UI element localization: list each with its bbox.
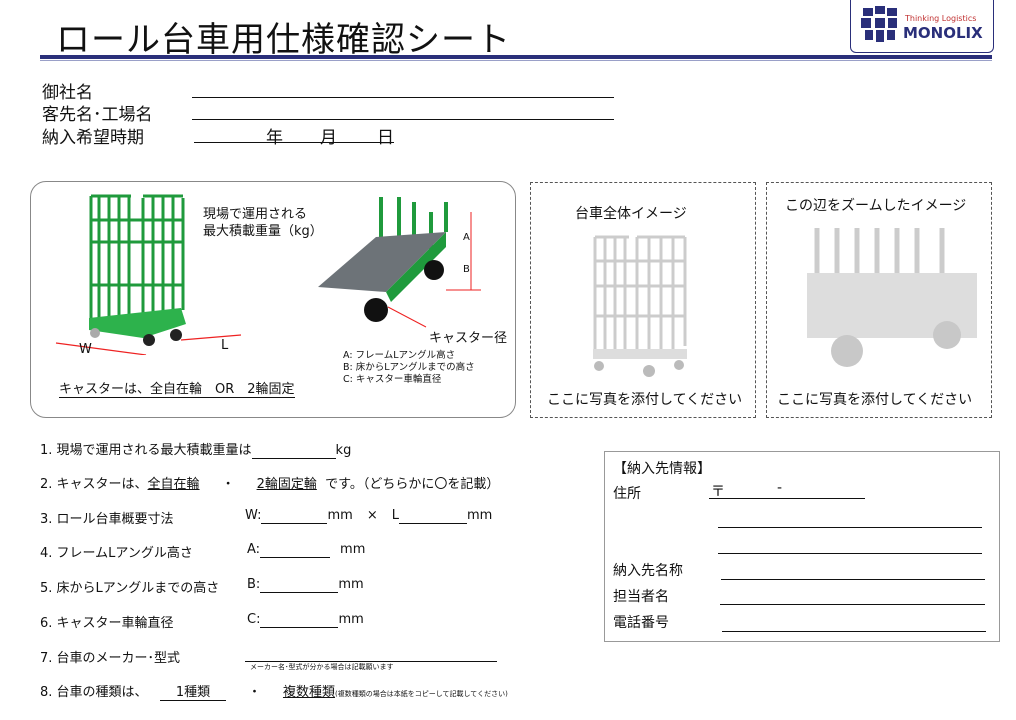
- w-label: W: [79, 342, 92, 357]
- postal-mark: 〒: [711, 484, 725, 500]
- logo-tagline: Thinking Logistics: [905, 14, 977, 23]
- l-input[interactable]: [398, 508, 467, 524]
- q5-label: 5. 床からLアングルまでの高さ: [40, 581, 220, 596]
- person-input-line[interactable]: [720, 604, 985, 605]
- legend-c: C: キャスター車輪直径: [343, 374, 442, 385]
- name-label: 納入先名称: [613, 563, 683, 579]
- q8-label: 8. 台車の種類は、: [40, 685, 148, 700]
- company-input-line[interactable]: [192, 97, 614, 98]
- b-input[interactable]: [260, 577, 339, 593]
- q3-mm: mm: [327, 508, 353, 523]
- q4-mm: mm: [340, 542, 366, 557]
- q7-label: 7. 台車のメーカー･型式: [40, 651, 181, 666]
- q3-w: W:: [245, 508, 262, 523]
- option-single-type[interactable]: 1種類: [159, 681, 226, 701]
- q5-mm: mm: [338, 577, 364, 592]
- photo2-title: この辺をズームしたイメージ: [785, 198, 967, 214]
- q4-a: A:: [247, 542, 261, 557]
- q3-mm2: mm: [466, 508, 493, 523]
- l-label: L: [221, 338, 229, 353]
- a-input[interactable]: [260, 542, 331, 558]
- legend-b: B: 床からLアングルまでの高さ: [343, 362, 475, 373]
- q5-b: B:: [247, 577, 261, 592]
- q3-l: L: [391, 508, 399, 523]
- phone-input-line[interactable]: [722, 631, 986, 632]
- q1: 1. 現場で運用される最大積載重量は kg: [40, 439, 351, 459]
- name-input-line[interactable]: [721, 579, 985, 580]
- q2: 2. キャスターは、全自在輪 ・ 2輪固定輪 です。（どちらかに〇を記載）: [40, 473, 499, 492]
- q3-times: ×: [366, 508, 378, 523]
- logo-brand: MONOLIX: [903, 24, 983, 42]
- address-line-2[interactable]: [718, 553, 982, 554]
- q3-fields: W: mm × L mm: [245, 508, 492, 524]
- q6-label: 6. キャスター車輪直径: [40, 616, 174, 631]
- max-load-line2: 最大積載重量（kg）: [203, 224, 323, 239]
- q4-label: 4. フレームLアングル高さ: [40, 546, 193, 561]
- b-label: B: [463, 264, 470, 275]
- q6-mm: mm: [338, 612, 364, 627]
- page-title: ロール台車用仕様確認シート: [56, 20, 511, 60]
- address-label: 住所: [613, 486, 641, 502]
- company-label: 御社名: [42, 83, 93, 103]
- diagram-panel: W L 現場で運用される最大積載重量（kg） キャスターは、全自在輪 OR 2輪…: [30, 181, 516, 418]
- q2-label: 2. キャスターは、: [40, 477, 148, 492]
- q4-fields: A: mm: [247, 542, 365, 558]
- person-label: 担当者名: [613, 589, 669, 605]
- delivery-title: 【納入先情報】: [613, 461, 711, 477]
- option-two-fixed[interactable]: 2輪固定輪: [256, 477, 317, 492]
- client-input-line[interactable]: [192, 119, 614, 120]
- photo-box-zoom[interactable]: この辺をズームしたイメージ ここに写真を添付してください: [766, 182, 992, 418]
- day-label: 日: [377, 128, 394, 148]
- year-label: 年: [266, 128, 283, 148]
- legend: A: フレームLアングル高さ B: 床からLアングルまでの高さ C: キャスター…: [343, 350, 475, 386]
- client-label: 客先名･工場名: [42, 105, 153, 125]
- photo1-title: 台車全体イメージ: [575, 206, 687, 222]
- cart-image-placeholder: [593, 235, 687, 377]
- date-input-line[interactable]: [194, 142, 394, 143]
- q2-note: です。（どちらかに〇を記載）: [325, 477, 500, 492]
- caster-type-text: キャスターは、全自在輪 OR 2輪固定: [59, 378, 295, 398]
- zoom-image-placeholder: [807, 228, 977, 367]
- header-rule: [40, 55, 992, 59]
- header-rule-thin: [40, 60, 992, 61]
- a-label: A: [463, 232, 470, 243]
- delivery-info-box: 【納入先情報】 住所 〒 - 納入先名称 担当者名 電話番号: [604, 451, 1000, 642]
- option-multiple-types[interactable]: 複数種類: [282, 685, 335, 700]
- q2-sep: ・: [221, 477, 235, 492]
- cube-logo-icon: [861, 6, 897, 42]
- q8: 8. 台車の種類は、 1種類 ・ 複数種類(複数種類の場合は本紙をコピーして記載して…: [40, 681, 508, 701]
- max-load-text: 現場で運用される最大積載重量（kg）: [203, 206, 323, 240]
- frame-angle-illustration: [318, 197, 481, 328]
- postal-dash: -: [777, 480, 783, 496]
- q3-label: 3. ロール台車概要寸法: [40, 512, 174, 527]
- address-line-1[interactable]: [718, 527, 982, 528]
- q6-fields: C: mm: [247, 612, 364, 628]
- photo1-caption: ここに写真を添付してください: [547, 392, 743, 408]
- photo-box-whole[interactable]: 台車全体イメージ ここに写真を添付してください: [530, 182, 756, 418]
- q7-note: メーカー名･型式が分かる場合は記載願います: [250, 663, 394, 671]
- roll-cart-illustration: [55, 194, 242, 355]
- maker-input-line[interactable]: [245, 661, 497, 662]
- logo: Thinking Logistics MONOLIX: [850, 0, 994, 53]
- max-load-line1: 現場で運用される: [203, 207, 308, 222]
- legend-a: A: フレームLアングル高さ: [343, 350, 456, 361]
- date-label: 納入希望時期: [42, 128, 144, 148]
- q8-sep: ・: [247, 685, 261, 700]
- q6-c: C:: [247, 612, 261, 627]
- c-input[interactable]: [260, 612, 339, 628]
- w-input[interactable]: [261, 508, 328, 524]
- caster-diameter-label: キャスター径: [429, 331, 508, 346]
- q1-label: 1. 現場で運用される最大積載重量は: [40, 443, 252, 458]
- photo2-caption: ここに写真を添付してください: [777, 392, 973, 408]
- phone-label: 電話番号: [613, 615, 669, 631]
- q8-note: (複数種類の場合は本紙をコピーして記載してください): [334, 690, 508, 698]
- month-label: 月: [320, 128, 337, 148]
- q5-fields: B: mm: [247, 577, 364, 593]
- q1-input[interactable]: [251, 443, 336, 459]
- q1-unit: kg: [335, 443, 352, 458]
- option-all-swivel[interactable]: 全自在輪: [147, 477, 200, 492]
- postal-input-line[interactable]: [709, 498, 865, 499]
